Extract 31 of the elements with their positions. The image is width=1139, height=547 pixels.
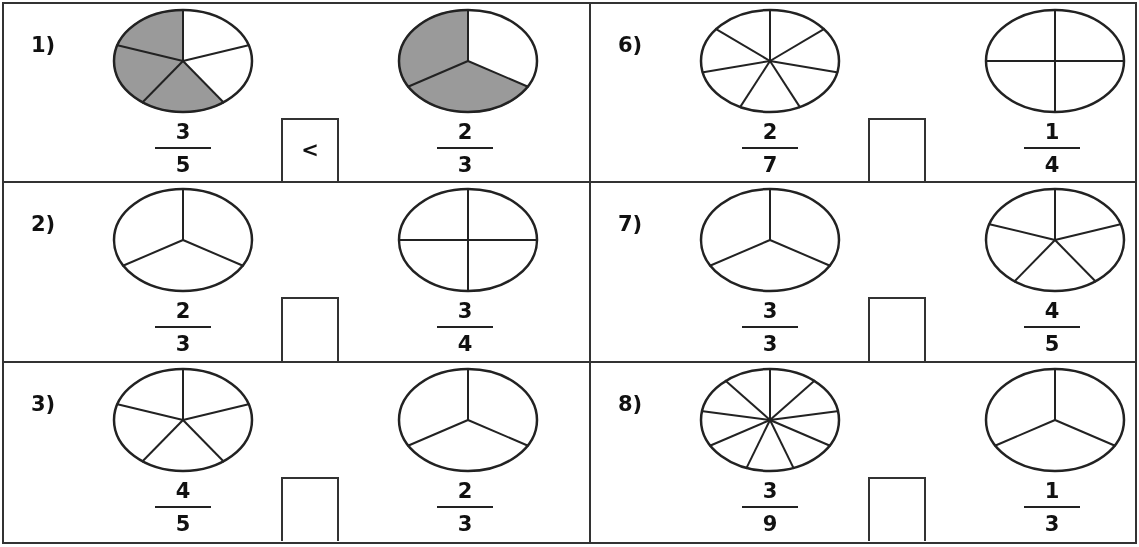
problem-number: 1) bbox=[29, 33, 57, 57]
fraction-denominator: 4 bbox=[1043, 153, 1061, 177]
fraction-numerator: 4 bbox=[1043, 299, 1061, 323]
fraction-numerator: 3 bbox=[174, 120, 192, 144]
fraction-denominator: 9 bbox=[761, 512, 779, 536]
fraction-denominator: 5 bbox=[174, 512, 192, 536]
fraction-numerator: 1 bbox=[1043, 120, 1061, 144]
fraction-denominator: 7 bbox=[761, 153, 779, 177]
fraction-numerator: 2 bbox=[174, 299, 192, 323]
problem-number: 2) bbox=[29, 212, 57, 236]
fraction-numerator: 2 bbox=[456, 479, 474, 503]
fraction-numerator: 2 bbox=[456, 120, 474, 144]
fraction-numerator: 3 bbox=[761, 479, 779, 503]
problem-number: 7) bbox=[616, 212, 644, 236]
comparison-sign: < bbox=[300, 138, 320, 162]
fraction-denominator: 3 bbox=[456, 153, 474, 177]
fraction-numerator: 4 bbox=[174, 479, 192, 503]
fraction-denominator: 3 bbox=[456, 512, 474, 536]
problem-number: 6) bbox=[616, 33, 644, 57]
problem-number: 3) bbox=[29, 392, 57, 416]
fraction-denominator: 4 bbox=[456, 332, 474, 356]
fraction-denominator: 5 bbox=[174, 153, 192, 177]
fraction-denominator: 3 bbox=[1043, 512, 1061, 536]
fraction-numerator: 3 bbox=[761, 299, 779, 323]
fraction-denominator: 5 bbox=[1043, 332, 1061, 356]
problem-number: 8) bbox=[616, 392, 644, 416]
fraction-numerator: 3 bbox=[456, 299, 474, 323]
fraction-numerator: 1 bbox=[1043, 479, 1061, 503]
fraction-denominator: 3 bbox=[174, 332, 192, 356]
fraction-denominator: 3 bbox=[761, 332, 779, 356]
fraction-numerator: 2 bbox=[761, 120, 779, 144]
